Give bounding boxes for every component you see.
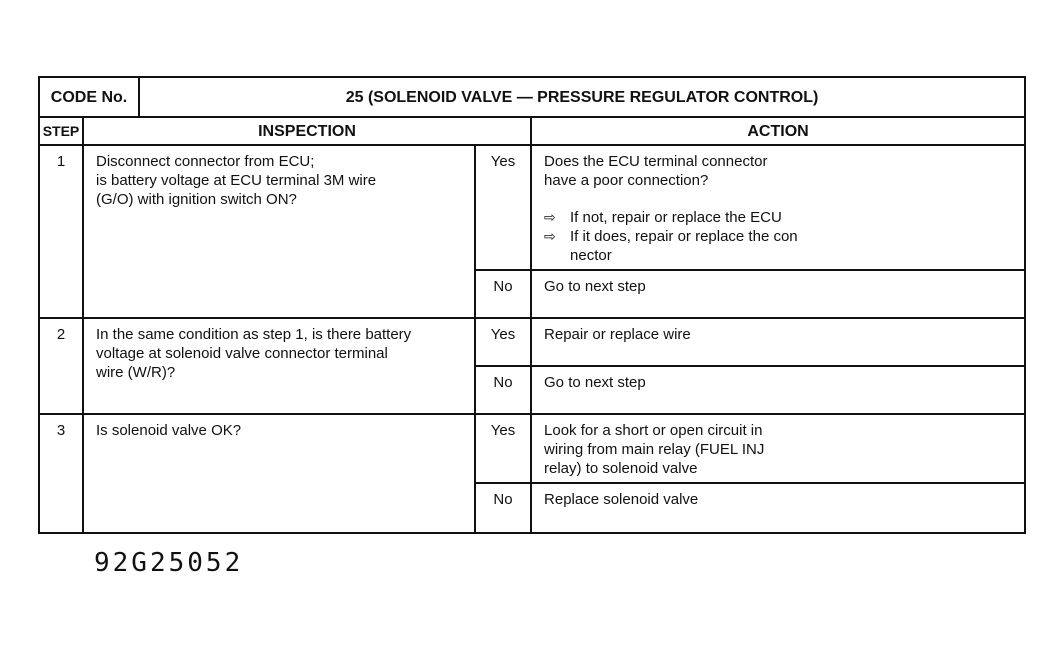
inspection-text-content: In the same condition as step 1, is ther… (96, 326, 412, 381)
diagnostic-table: CODE No. 25 (SOLENOID VALVE — PRESSURE R… (37, 76, 1027, 534)
step-number: 1 (38, 144, 84, 319)
inspection-text-content: Is solenoid valve OK? (96, 422, 242, 439)
inspection-text: Is solenoid valve OK? (81, 413, 477, 534)
yes-action: Repair or replace wire (530, 317, 1027, 367)
no-action: Replace solenoid valve (530, 482, 1027, 534)
yes-label: Yes (474, 144, 533, 271)
inspection-text: Disconnect connector from ECU; is batter… (81, 144, 477, 319)
inspection-text: In the same condition as step 1, is ther… (81, 317, 477, 415)
step-number: 2 (38, 317, 84, 415)
diagnostic-table-sheet: CODE No. 25 (SOLENOID VALVE — PRESSURE R… (37, 76, 1027, 534)
table-row: 1 Disconnect connector from ECU; is batt… (38, 144, 1027, 319)
action-bullet: ⇨ If not, repair or replace the ECU (544, 208, 1014, 227)
column-header-row: STEP INSPECTION ACTION (38, 116, 1027, 146)
code-label: CODE No. (37, 76, 141, 118)
table-row: 3 Is solenoid valve OK? Yes Look for a s… (38, 413, 1027, 534)
yes-action: Does the ECU terminal connector have a p… (530, 144, 1027, 271)
bullet-text: If not, repair or replace the ECU (570, 209, 782, 226)
figure-code: 92G25052 (94, 548, 244, 578)
no-action: Go to next step (530, 365, 1027, 415)
yes-action: Look for a short or open circuit in wiri… (530, 413, 1027, 484)
action-bullet: ⇨ If it does, repair or replace the con … (544, 227, 1014, 265)
no-label: No (474, 269, 533, 319)
table-row: No Go to next step (39, 365, 1027, 415)
table-row: 2 In the same condition as step 1, is th… (38, 317, 1027, 415)
no-action: Go to next step (530, 269, 1027, 319)
table-row: No Go to next step (39, 269, 1027, 319)
action-header: ACTION (530, 116, 1027, 146)
yes-action-text: Look for a short or open circuit in wiri… (544, 422, 765, 477)
no-label: No (474, 365, 533, 415)
table-row: No Replace solenoid valve (39, 482, 1027, 534)
code-row: CODE No. 25 (SOLENOID VALVE — PRESSURE R… (37, 76, 1027, 118)
inspection-text-content: Disconnect connector from ECU; is batter… (96, 153, 377, 208)
step-header: STEP (38, 116, 84, 146)
no-label: No (474, 482, 533, 534)
arrow-icon: ⇨ (544, 228, 556, 244)
arrow-icon: ⇨ (544, 209, 556, 225)
yes-action-text: Does the ECU terminal connector have a p… (544, 153, 768, 189)
code-title: 25 (SOLENOID VALVE — PRESSURE REGULATOR … (138, 76, 1027, 118)
yes-label: Yes (474, 317, 533, 367)
action-bullets: ⇨ If not, repair or replace the ECU ⇨ If… (544, 208, 1014, 265)
bullet-text: If it does, repair or replace the con ne… (570, 228, 798, 264)
inspection-header: INSPECTION (81, 116, 533, 146)
yes-label: Yes (474, 413, 533, 484)
step-number: 3 (38, 413, 84, 534)
